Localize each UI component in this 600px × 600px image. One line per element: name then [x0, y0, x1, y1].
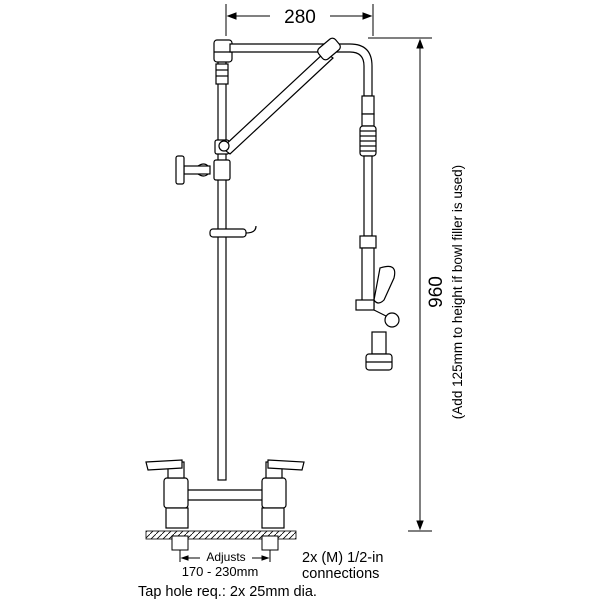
adjusts-range: 170 - 230mm [182, 564, 259, 579]
width-dimension-label: 280 [284, 7, 316, 28]
adjusts-dimension [179, 550, 271, 562]
riser-column [213, 39, 233, 481]
height-dimension [368, 37, 432, 532]
adjusts-label: Adjusts [206, 550, 245, 564]
spray-hose [359, 95, 377, 237]
connections-line-1: 2x (M) 1/2-in [302, 550, 383, 566]
wall-hook [209, 225, 257, 238]
height-note: (Add 125mm to height if bowl filler is u… [450, 165, 465, 419]
right-lever-handle [265, 459, 305, 479]
faucet-body [163, 477, 287, 529]
height-dimension-label: 960 [426, 276, 447, 308]
shutoff-valve-handle [175, 155, 211, 185]
spray-valve [355, 235, 400, 371]
countertop [145, 530, 297, 540]
width-dimension [225, 4, 374, 36]
support-arm [218, 37, 341, 155]
tap-hole-note: Tap hole req.: 2x 25mm dia. [138, 584, 317, 600]
left-lever-handle [145, 459, 185, 479]
connections-line-2: connections [302, 566, 379, 582]
